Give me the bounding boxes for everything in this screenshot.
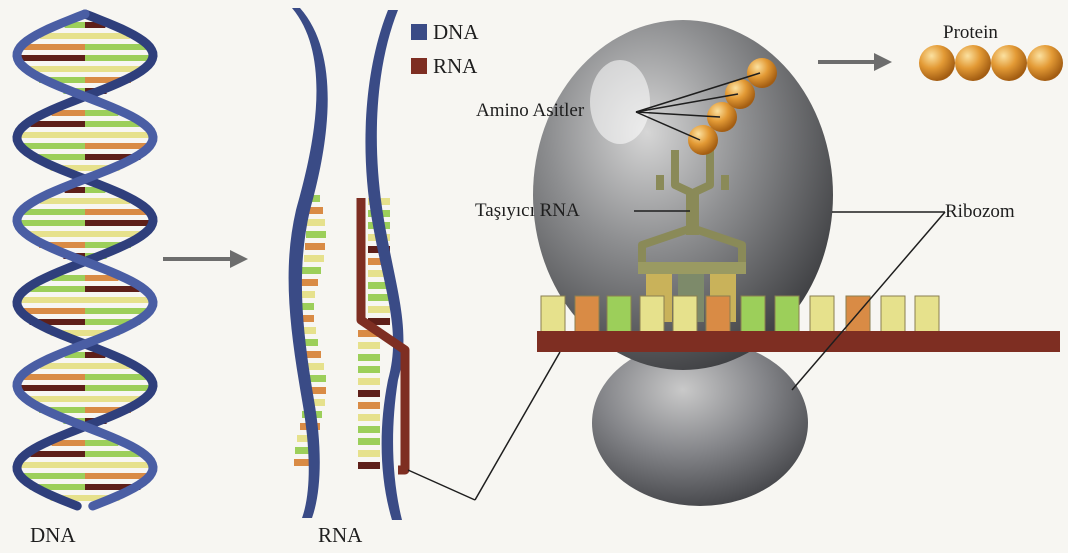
base-pair-half xyxy=(19,132,85,138)
amino-acid-bead xyxy=(688,125,718,155)
codon-base xyxy=(541,296,565,332)
rna-base xyxy=(358,378,380,385)
base-pair-half xyxy=(85,451,140,457)
base-pair-half xyxy=(85,374,147,380)
label-dna-caption: DNA xyxy=(30,523,76,547)
base-pair-half xyxy=(85,44,147,50)
rna-transcription xyxy=(289,8,405,520)
base-pair-half xyxy=(19,297,85,303)
protein-bead xyxy=(955,45,991,81)
right-arrow-icon xyxy=(818,53,892,71)
mrna-strand xyxy=(537,331,1060,352)
codon-base xyxy=(673,296,697,332)
codon-base xyxy=(810,296,834,332)
rna-base xyxy=(358,462,380,469)
base-pair-half xyxy=(85,121,140,127)
amino-acid-bead xyxy=(725,79,755,109)
base-pair-half xyxy=(23,44,85,50)
rna-base xyxy=(358,390,380,397)
codon-base xyxy=(741,296,765,332)
base-pair-half xyxy=(17,55,85,61)
right-arrow-icon xyxy=(163,250,248,268)
template-base xyxy=(305,219,325,226)
base-pair-half xyxy=(23,209,85,215)
legend-label-rna: RNA xyxy=(433,54,478,78)
rna-base xyxy=(358,366,380,373)
base-pair-half xyxy=(85,385,153,391)
base-pair-half xyxy=(19,462,85,468)
protein-bead xyxy=(919,45,955,81)
base-pair-half xyxy=(30,121,85,127)
label-protein: Protein xyxy=(943,22,998,43)
template-base xyxy=(301,267,321,274)
base-pair-half xyxy=(85,220,153,226)
codon-base xyxy=(575,296,599,332)
dna-strand-left xyxy=(289,8,328,518)
rna-base xyxy=(358,438,380,445)
template-base xyxy=(305,243,325,250)
dna-backbone-strand xyxy=(17,14,153,506)
codon-base xyxy=(607,296,631,332)
base-pair-half xyxy=(85,462,151,468)
base-pair-half xyxy=(17,385,85,391)
base-pair-half xyxy=(30,286,85,292)
rna-base xyxy=(358,342,380,349)
label-ribosome: Ribozom xyxy=(945,201,1015,222)
base-pair-half xyxy=(85,297,151,303)
label-rna-caption: RNA xyxy=(318,523,363,547)
codon-base xyxy=(706,296,730,332)
base-pair-half xyxy=(85,209,147,215)
rna-base xyxy=(358,354,380,361)
rna-base xyxy=(358,402,380,409)
dna-double-helix xyxy=(17,14,153,506)
rna-base xyxy=(368,294,390,301)
rna-base xyxy=(358,450,380,457)
base-pair-half xyxy=(85,55,153,61)
legend: DNA RNA xyxy=(411,20,479,78)
amino-acid-bead xyxy=(747,58,777,88)
legend-label-dna: DNA xyxy=(433,20,479,44)
codon-base xyxy=(775,296,799,332)
protein-bead xyxy=(1027,45,1063,81)
protein-bead xyxy=(991,45,1027,81)
rna-base xyxy=(368,306,390,313)
legend-swatch-rna xyxy=(411,58,427,74)
rna-base xyxy=(358,426,380,433)
ribosome-highlight xyxy=(590,60,650,144)
base-pair-half xyxy=(30,451,85,457)
legend-swatch-dna xyxy=(411,24,427,40)
label-amino-acids: Amino Asitler xyxy=(476,100,585,121)
codon-base xyxy=(881,296,905,332)
base-pair-half xyxy=(85,132,151,138)
template-base xyxy=(304,255,324,262)
base-pair-half xyxy=(23,374,85,380)
rna-base xyxy=(358,414,380,421)
base-pair-half xyxy=(85,286,140,292)
codon-base xyxy=(915,296,939,332)
label-transfer-rna: Taşıyıcı RNA xyxy=(475,200,580,221)
protein-chain xyxy=(919,45,1063,81)
base-pair-half xyxy=(17,220,85,226)
codon-base xyxy=(640,296,664,332)
template-base xyxy=(306,231,326,238)
